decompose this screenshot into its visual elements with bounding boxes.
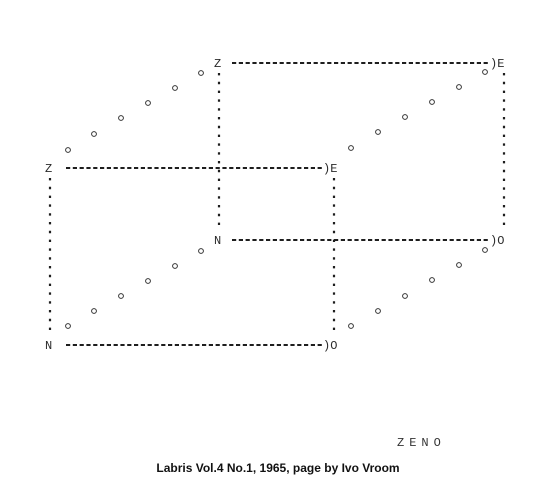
page-caption: Labris Vol.4 No.1, 1965, page by Ivo Vro…	[156, 461, 400, 475]
letter-back-bottom-left: N	[214, 234, 221, 248]
typewriter-cube-artwork: Z )E N )O Z )E N )O	[45, 57, 506, 353]
letter-back-top-left: Z	[214, 57, 221, 71]
letter-front-bottom-right: )O	[323, 339, 337, 353]
letter-back-top-right: )E	[490, 57, 504, 71]
letter-front-top-left: Z	[45, 162, 52, 176]
edge-diagonal-top-left	[65, 70, 204, 153]
edge-diagonal-bottom-right	[348, 247, 488, 329]
letter-front-top-right: )E	[323, 162, 337, 176]
edge-diagonal-bottom-left	[65, 248, 204, 329]
poem-signature: ZENO	[397, 436, 446, 450]
letter-front-bottom-left: N	[45, 339, 52, 353]
letter-back-bottom-right: )O	[490, 234, 504, 248]
edge-diagonal-top-right	[348, 69, 488, 151]
